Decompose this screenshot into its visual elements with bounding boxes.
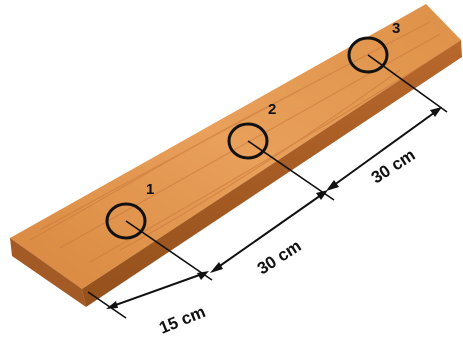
arrowhead (210, 262, 223, 273)
board-side-face (82, 40, 462, 307)
marker-label-1: 1 (146, 181, 154, 198)
dimension-label-3: 30 cm (368, 145, 419, 187)
markers (105, 36, 389, 240)
dimension-lines (106, 107, 442, 309)
arrowhead (197, 271, 209, 280)
wooden-board (10, 4, 462, 307)
dimension-line-1 (109, 272, 206, 308)
arrowhead (316, 190, 328, 200)
board-top-face (10, 4, 461, 289)
extension-line-end (87, 291, 127, 319)
extension-line-2 (247, 140, 335, 201)
extension-lines (87, 54, 448, 319)
dimension-line-2 (213, 192, 325, 271)
dimension-line-3 (329, 109, 439, 189)
marker-label-2: 2 (268, 101, 276, 118)
dimension-label-2: 30 cm (254, 236, 305, 278)
marker-circle-2 (227, 122, 269, 160)
marker-circle-3 (347, 36, 389, 74)
arrowhead (106, 301, 118, 309)
marker-circle-1 (105, 202, 147, 240)
marker-label-3: 3 (392, 20, 400, 37)
board-front-face (10, 238, 86, 307)
dimension-label-1: 15 cm (156, 302, 208, 338)
extension-line-1 (125, 220, 213, 281)
arrowhead (430, 107, 442, 117)
extension-line-3 (367, 54, 448, 113)
arrowhead (326, 180, 339, 191)
